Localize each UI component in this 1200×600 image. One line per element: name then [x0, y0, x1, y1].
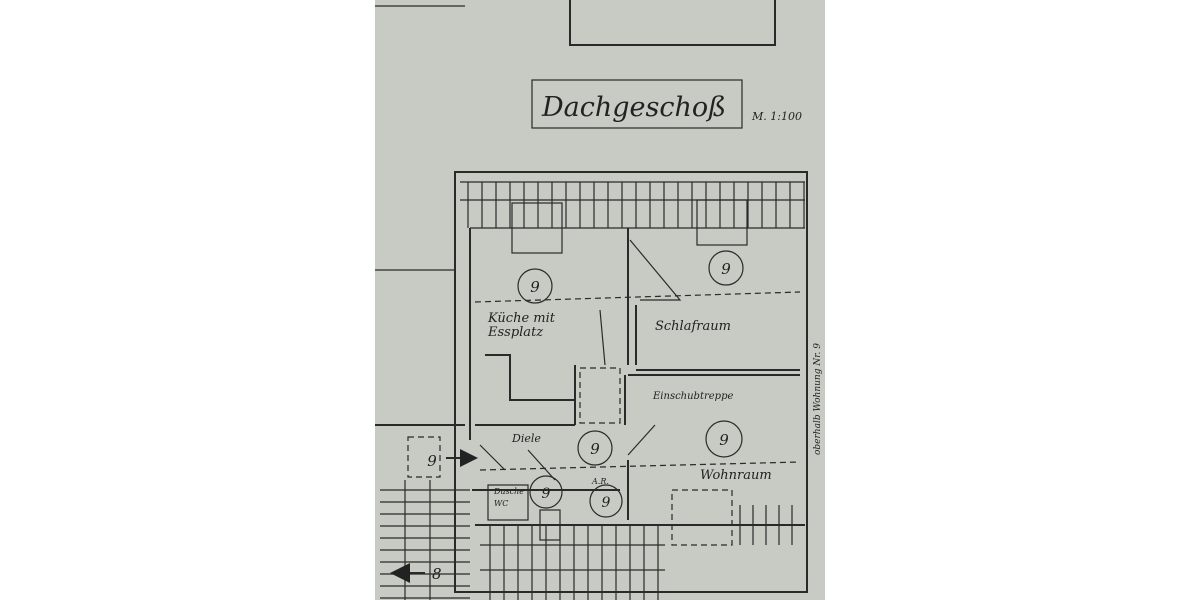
rafter-lines — [467, 182, 805, 600]
interior-walls — [375, 228, 805, 526]
room-label-kitchen: Küche mit — [487, 311, 556, 326]
shower — [487, 484, 529, 521]
unit-marker: 9 — [589, 484, 623, 518]
floor-plan-photo — [375, 0, 825, 600]
neighbor-unit-label: 8 — [432, 565, 442, 583]
roof-slope-line-lower — [479, 461, 801, 471]
unit-marker: 9 — [705, 420, 743, 458]
title-box — [531, 79, 743, 129]
svg-text:9: 9 — [719, 431, 729, 449]
unit-marker: 9 — [517, 268, 553, 304]
plan-title: Dachgeschoß — [541, 92, 726, 123]
unit-marker: 9 — [427, 452, 437, 470]
skylight-left — [511, 202, 563, 254]
room-label-storage: A.R. — [591, 477, 609, 486]
top-title-box — [569, 0, 776, 46]
side-note: oberhalb Wohnung Nr. 9 — [813, 343, 823, 455]
toilet — [539, 509, 561, 541]
svg-text:9: 9 — [427, 452, 437, 470]
outer-wall — [454, 171, 808, 593]
unit-marker: 9 — [708, 250, 744, 286]
room-label-stair: Einschubtreppe — [652, 391, 733, 402]
svg-text:9: 9 — [542, 486, 551, 502]
svg-text:9: 9 — [721, 260, 731, 278]
neighbor-box — [407, 436, 441, 478]
entry-arrow-icon — [460, 449, 478, 467]
scale-label: M. 1:100 — [751, 110, 802, 123]
stairwell — [380, 480, 470, 600]
unit-marker: 9 — [529, 475, 563, 509]
room-label-hall: Diele — [511, 432, 541, 445]
svg-text:9: 9 — [530, 278, 540, 296]
roof-slope-line — [474, 291, 801, 303]
room-label-bedroom: Schlafraum — [655, 319, 731, 334]
room-label-kitchen-2: Essplatz — [487, 325, 543, 340]
neighbor-arrow-icon — [390, 563, 410, 583]
unit-marker: 9 — [577, 430, 613, 466]
room-label-living: Wohnraum — [700, 468, 772, 483]
skylight-right — [696, 199, 748, 246]
room-label-bath: Dusche — [493, 487, 524, 496]
svg-text:9: 9 — [590, 440, 600, 458]
dormer-outline — [671, 489, 733, 546]
attic-hatch — [579, 367, 621, 424]
room-label-bath-2: WC — [494, 499, 508, 508]
svg-text:9: 9 — [602, 495, 611, 511]
